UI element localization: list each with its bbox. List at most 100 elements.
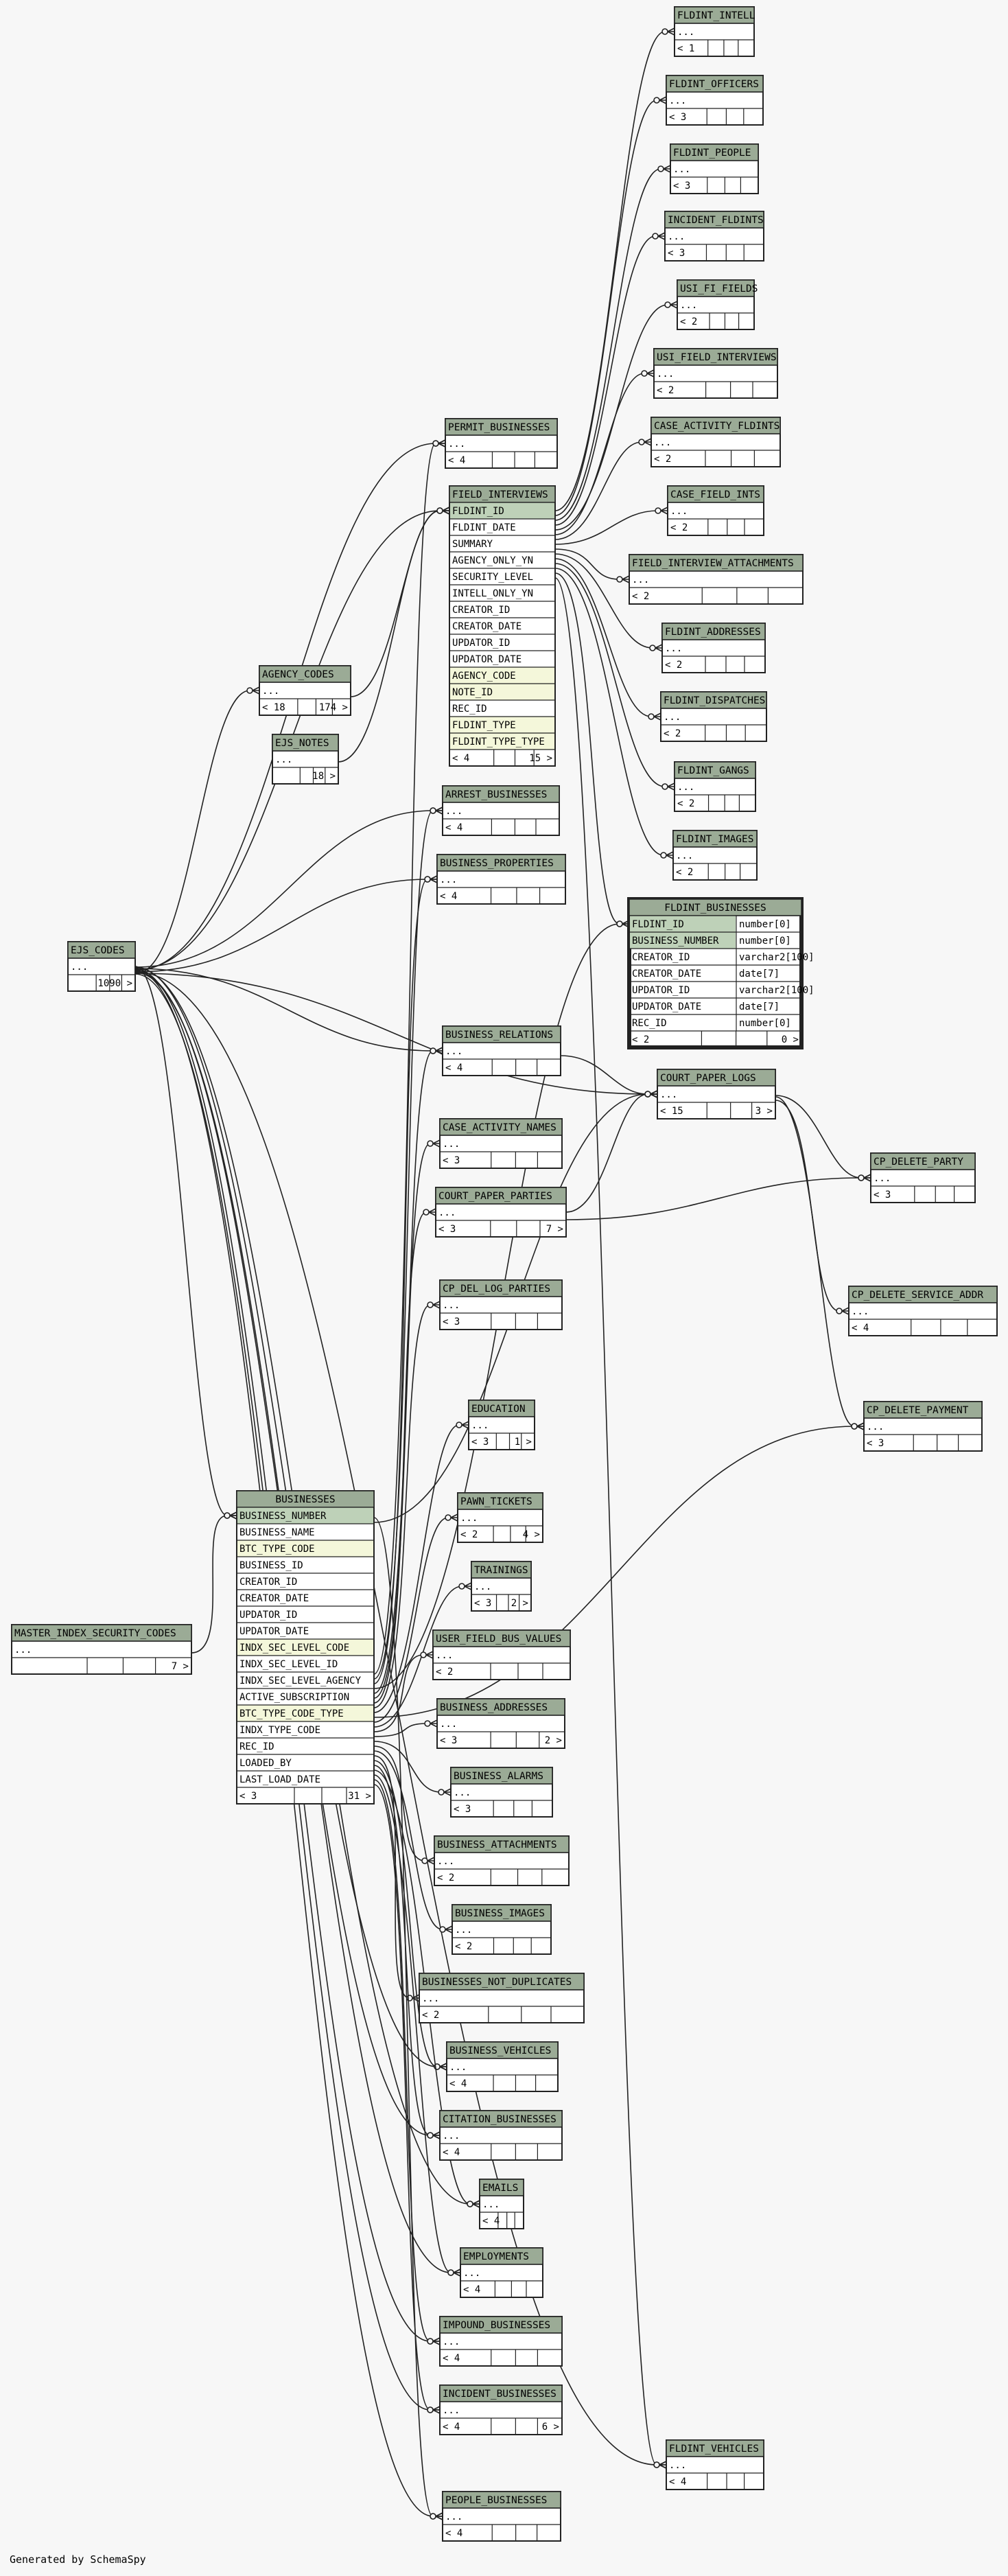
column-name: INDX_SEC_LEVEL_AGENCY: [239, 1675, 362, 1686]
column-type: number[0]: [739, 1018, 791, 1029]
crow-foot: [435, 1047, 443, 1055]
parent-count: < 2: [436, 1667, 453, 1678]
relationship-line: [373, 1050, 443, 1694]
table-field-interview-attachments[interactable]: FIELD_INTERVIEW_ATTACHMENTS...< 2: [629, 554, 804, 605]
table-case-activity-fldints[interactable]: CASE_ACTIVITY_FLDINTS...< 2: [650, 417, 781, 467]
table-permit-businesses[interactable]: PERMIT_BUSINESSES...< 4: [445, 418, 558, 469]
table-header: [660, 691, 767, 709]
table-businesses[interactable]: BUSINESSESBUSINESS_NUMBERBUSINESS_NAMEBT…: [236, 1490, 375, 1805]
table-fldint-people[interactable]: FLDINT_PEOPLE...< 3: [670, 143, 759, 194]
table-employments[interactable]: EMPLOYMENTS...< 4: [460, 2247, 543, 2298]
table-title: FIELD_INTERVIEWS: [452, 489, 548, 500]
table-title: BUSINESSES: [275, 1494, 335, 1505]
table-arrest-businesses[interactable]: ARREST_BUSINESSES...< 4: [442, 785, 560, 836]
table-fldint-vehicles[interactable]: FLDINT_VEHICLES...< 4: [666, 2439, 764, 2490]
column-name: CREATOR_ID: [239, 1577, 297, 1588]
child-count: 18 >: [312, 771, 336, 782]
relationship-line: [554, 373, 654, 535]
table-fldint-officers[interactable]: FLDINT_OFFICERS...< 3: [666, 75, 764, 126]
table-businesses-not-duplicates[interactable]: BUSINESSES_NOT_DUPLICATES...< 2: [419, 1973, 585, 2023]
table-field-interviews[interactable]: FIELD_INTERVIEWSFLDINT_IDFLDINT_DATESUMM…: [449, 485, 556, 767]
table-ejs-codes[interactable]: EJS_CODES...1090 >: [67, 941, 136, 992]
table-citation-businesses[interactable]: CITATION_BUSINESSES...< 4: [439, 2110, 563, 2161]
table-header: [449, 485, 556, 503]
table-fldint-intell[interactable]: FLDINT_INTELL...< 1: [674, 6, 755, 57]
table-incident-fldints[interactable]: INCIDENT_FLDINTS...< 3: [664, 211, 764, 262]
table-business-alarms[interactable]: BUSINESS_ALARMS...< 3: [450, 1767, 553, 1818]
table-cp-del-log-parties[interactable]: CP_DEL_LOG_PARTIES...< 3: [439, 1279, 563, 1330]
table-fldint-images[interactable]: FLDINT_IMAGES...< 2: [672, 830, 758, 881]
table-title: COURT_PAPER_LOGS: [660, 1073, 756, 1084]
table-title: EJS_CODES: [71, 945, 125, 956]
table-cp-delete-party[interactable]: CP_DELETE_PARTY...< 3: [870, 1152, 976, 1203]
parent-count: < 2: [665, 660, 682, 671]
column-name: BUSINESS_NAME: [239, 1527, 315, 1538]
table-business-vehicles[interactable]: BUSINESS_VEHICLES...< 4: [446, 2041, 559, 2092]
table-business-properties[interactable]: BUSINESS_PROPERTIES...< 4: [436, 854, 566, 905]
table-case-field-ints[interactable]: CASE_FIELD_INTS...< 2: [667, 485, 764, 536]
crow-foot: [439, 2063, 447, 2071]
table-cp-delete-payment[interactable]: CP_DELETE_PAYMENT...< 3: [863, 1401, 983, 1452]
table-ejs-notes[interactable]: EJS_NOTES...18 >: [272, 734, 339, 785]
relationship-line: [373, 1143, 440, 1699]
table-title: BUSINESS_ADDRESSES: [440, 1702, 548, 1713]
table-business-relations[interactable]: BUSINESS_RELATIONS...< 4: [442, 1025, 561, 1076]
optional-marker: [430, 807, 436, 814]
column-name: ...: [436, 1650, 453, 1661]
column-name: BUSINESS_NUMBER: [632, 936, 719, 947]
child-count: 7 >: [546, 1224, 563, 1235]
parent-count: < 2: [422, 2010, 439, 2021]
table-header: [439, 2110, 563, 2128]
crow-foot: [646, 369, 655, 378]
relationship-line: [373, 1517, 443, 2517]
column-name: ...: [443, 1300, 460, 1311]
table-people-businesses[interactable]: PEOPLE_BUSINESSES...< 4: [442, 2491, 561, 2542]
table-fldint-dispatches[interactable]: FLDINT_DISPATCHES...< 2: [660, 691, 767, 742]
parent-count: < 3: [443, 1155, 460, 1166]
parent-count: < 4: [443, 2422, 460, 2433]
parent-count: < 3: [867, 1438, 884, 1449]
column-name: ...: [664, 712, 681, 723]
column-name: FLDINT_TYPE: [452, 720, 516, 731]
table-title: FLDINT_DISPATCHES: [664, 695, 765, 706]
column-name: SECURITY_LEVEL: [452, 572, 533, 583]
relationship-line: [373, 879, 437, 1684]
column-name: ...: [443, 2336, 460, 2347]
table-business-attachments[interactable]: BUSINESS_ATTACHMENTS...< 2: [434, 1835, 570, 1886]
optional-marker: [430, 1047, 436, 1054]
table-master-index-security-codes[interactable]: MASTER_INDEX_SECURITY_CODES...7 >: [11, 1624, 192, 1675]
table-case-activity-names[interactable]: CASE_ACTIVITY_NAMES...< 3: [439, 1118, 563, 1169]
parent-count: < 18: [262, 702, 285, 713]
crow-foot: [430, 875, 438, 883]
column-name: ...: [673, 164, 690, 175]
table-emails[interactable]: EMAILS...< 4: [479, 2179, 524, 2229]
table-fldint-addresses[interactable]: FLDINT_ADDRESSES...< 2: [661, 623, 766, 673]
table-fldint-gangs[interactable]: FLDINT_GANGS...< 2: [674, 761, 756, 812]
table-usi-field-interviews[interactable]: USI_FIELD_INTERVIEWS...< 2: [653, 348, 778, 399]
table-title: PEOPLE_BUSINESSES: [445, 2495, 547, 2506]
table-header: [442, 1025, 561, 1043]
column-name: ...: [474, 1581, 491, 1592]
optional-marker: [458, 1583, 465, 1590]
table-impound-businesses[interactable]: IMPOUND_BUSINESSES...< 4: [439, 2316, 563, 2367]
relationship-line: [373, 1784, 440, 2411]
table-user-field-bus-values[interactable]: USER_FIELD_BUS_VALUES...< 2: [432, 1629, 571, 1680]
column-name: BTC_TYPE_CODE_TYPE: [239, 1708, 344, 1719]
table-cp-delete-service-addr[interactable]: CP_DELETE_SERVICE_ADDR...< 4: [848, 1286, 998, 1336]
parent-count: < 4: [448, 455, 465, 466]
optional-marker: [858, 1174, 865, 1181]
table-usi-fi-fields[interactable]: USI_FI_FIELDS...< 2: [677, 279, 758, 330]
table-business-images[interactable]: BUSINESS_IMAGES...< 2: [452, 1904, 552, 1955]
relationship-line: [373, 1654, 433, 1732]
optional-marker: [661, 783, 668, 790]
table-header: [439, 1279, 563, 1297]
